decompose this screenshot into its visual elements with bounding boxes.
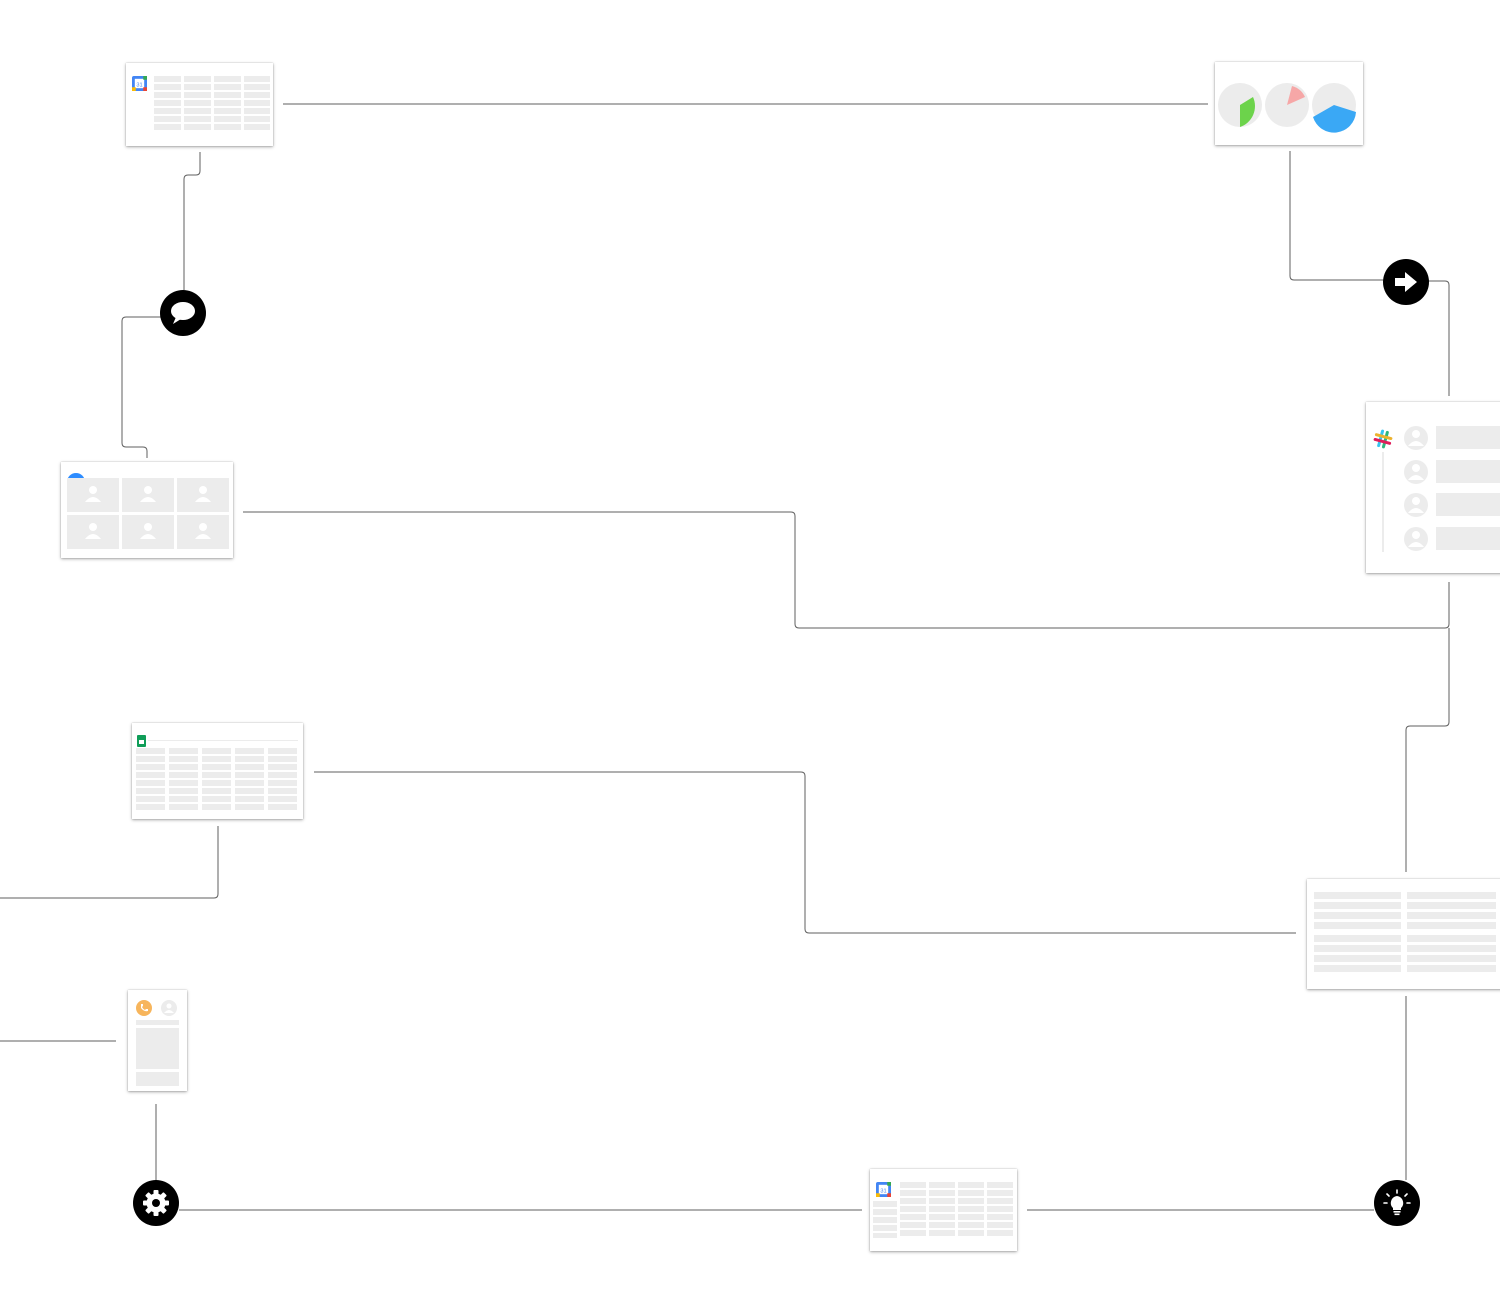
phone-icon — [136, 1000, 152, 1016]
edge-slack-to-goals — [1405, 628, 1450, 872]
participant-tile — [67, 478, 119, 512]
edge-sheet-to-left — [0, 826, 219, 899]
chat-hub[interactable] — [160, 290, 206, 336]
sheet-header-line — [148, 740, 298, 741]
google-sheets-icon — [137, 735, 146, 747]
calendar-card-top[interactable]: 31 — [126, 63, 273, 146]
speech-bubble-icon — [171, 302, 195, 324]
contact-avatar — [161, 1000, 177, 1016]
edge-chat-to-video — [121, 316, 161, 458]
edge-video-to-slack — [243, 511, 1450, 629]
slack-icon — [1373, 429, 1393, 449]
idea-hub[interactable] — [1374, 1180, 1420, 1226]
goal-block — [1314, 892, 1401, 932]
participant-tile — [177, 478, 229, 512]
sheet-grid — [136, 748, 298, 810]
goal-block — [1407, 892, 1496, 932]
edge-arrow-to-slack — [1428, 280, 1450, 396]
edge-calendar-to-chat — [183, 152, 201, 290]
gear-icon — [143, 1190, 169, 1216]
participant-tile — [122, 515, 174, 549]
channel-divider — [1382, 452, 1384, 552]
svg-text:31: 31 — [880, 1188, 886, 1194]
participant-tile — [67, 515, 119, 549]
google-calendar-icon: 31 — [876, 1182, 891, 1197]
settings-hub[interactable] — [133, 1180, 179, 1226]
pie-charts-card[interactable] — [1215, 62, 1363, 145]
participant-grid — [67, 478, 229, 550]
phone-contact-card[interactable] — [128, 990, 187, 1091]
goal-block — [1314, 935, 1401, 975]
goals-board-card[interactable] — [1307, 879, 1500, 989]
arrow-right-icon — [1395, 272, 1417, 292]
lightbulb-icon — [1383, 1189, 1411, 1216]
pie-slice-green — [1240, 97, 1255, 127]
pie-slice-pink — [1287, 86, 1305, 105]
arrow-hub[interactable] — [1383, 259, 1429, 305]
spreadsheet-card[interactable] — [132, 723, 303, 819]
edge-pie-to-arrow — [1289, 151, 1383, 281]
pie-chart-icon — [1218, 83, 1356, 133]
edge-sheet-to-goals — [314, 771, 1296, 934]
participant-tile — [177, 515, 229, 549]
goal-block — [1407, 935, 1496, 975]
slack-members-card[interactable] — [1366, 402, 1500, 573]
pie-slice-blue — [1313, 105, 1356, 133]
calendar-grid — [154, 76, 270, 132]
google-calendar-icon: 31 — [132, 76, 147, 91]
calendar-card-bottom[interactable]: 31 — [870, 1169, 1017, 1251]
participant-tile — [122, 478, 174, 512]
phone-footer — [136, 1072, 179, 1086]
calendar-left-column — [873, 1201, 897, 1238]
user-silhouettes — [85, 486, 211, 539]
svg-text:31: 31 — [136, 82, 142, 88]
phone-body — [136, 1028, 179, 1069]
phone-divider-bar — [136, 1020, 179, 1025]
calendar-grid — [900, 1182, 1014, 1238]
member-list — [1404, 426, 1500, 551]
video-call-card[interactable] — [61, 462, 233, 558]
